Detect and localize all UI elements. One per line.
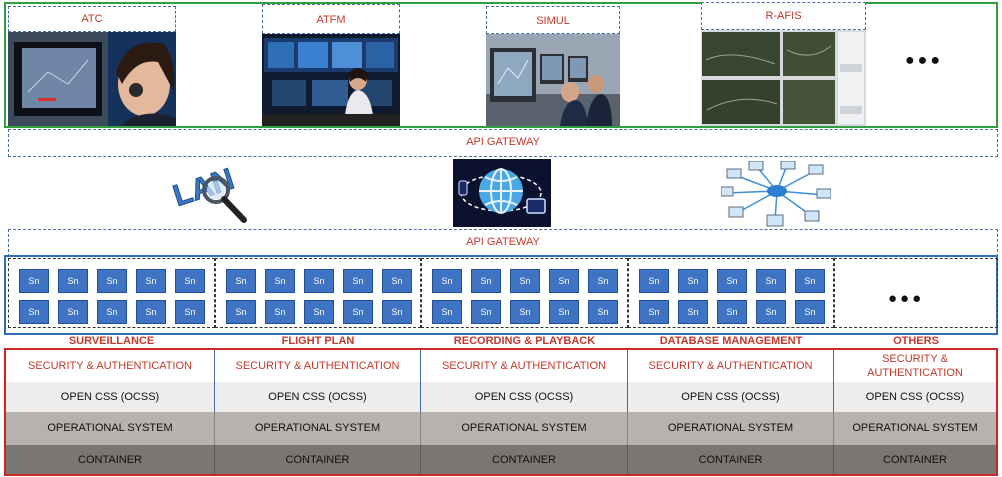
microservice-box: Sn bbox=[639, 300, 669, 324]
security-label-line2: AUTHENTICATION bbox=[867, 367, 963, 379]
service-group-recording bbox=[421, 258, 628, 328]
microservice-box: Sn bbox=[717, 269, 747, 293]
app-label-simul: SIMUL bbox=[486, 6, 620, 34]
column-title-surveillance: SURVEILLANCE bbox=[68, 335, 155, 347]
open-css-recording: OPEN CSS (OCSS) bbox=[421, 382, 628, 412]
service-group-database bbox=[628, 258, 834, 328]
security-authentication-flight-plan: SECURITY & AUTHENTICATION bbox=[215, 350, 421, 382]
microservice-box: Sn bbox=[265, 300, 295, 324]
microservice-box: Sn bbox=[343, 269, 373, 293]
open-css-surveillance: OPEN CSS (OCSS) bbox=[6, 382, 215, 412]
service-group-flight-plan bbox=[215, 258, 421, 328]
microservice-box: Sn bbox=[97, 300, 127, 324]
security-authentication-others: SECURITY & AUTHENTICATION bbox=[834, 350, 996, 382]
more-services-ellipsis: ●●● bbox=[888, 290, 925, 307]
microservice-box: Sn bbox=[717, 300, 747, 324]
microservice-box: Sn bbox=[304, 269, 334, 293]
microservice-box: Sn bbox=[382, 269, 412, 293]
microservice-box: Sn bbox=[795, 269, 825, 293]
security-authentication-recording: SECURITY & AUTHENTICATION bbox=[421, 350, 628, 382]
microservice-box: Sn bbox=[678, 269, 708, 293]
microservice-box: Sn bbox=[58, 269, 88, 293]
api-gateway-top: API GATEWAY bbox=[8, 129, 998, 157]
operational-system-flight-plan: OPERATIONAL SYSTEM bbox=[215, 412, 421, 445]
container-flight-plan: CONTAINER bbox=[215, 445, 421, 474]
microservice-box: Sn bbox=[175, 300, 205, 324]
operational-system-surveillance: OPERATIONAL SYSTEM bbox=[6, 412, 215, 445]
container-surveillance: CONTAINER bbox=[6, 445, 215, 474]
microservice-box: Sn bbox=[549, 269, 579, 293]
microservice-box: Sn bbox=[432, 269, 462, 293]
microservice-box: Sn bbox=[510, 300, 540, 324]
column-title-recording-playback: RECORDING & PLAYBACK bbox=[453, 335, 596, 347]
column-title-flight-plan: FLIGHT PLAN bbox=[281, 335, 355, 347]
globe-network-icon bbox=[453, 159, 551, 227]
operational-system-recording: OPERATIONAL SYSTEM bbox=[421, 412, 628, 445]
microservice-box: Sn bbox=[19, 269, 49, 293]
app-label-rafis: R-AFIS bbox=[701, 2, 866, 30]
microservice-box: Sn bbox=[549, 300, 579, 324]
microservice-box: Sn bbox=[756, 269, 786, 293]
microservice-box: Sn bbox=[136, 269, 166, 293]
network-hub-icon bbox=[720, 160, 832, 227]
security-label-line1: SECURITY & bbox=[882, 353, 948, 365]
security-authentication-database: SECURITY & AUTHENTICATION bbox=[628, 350, 834, 382]
app-label-atfm: ATFM bbox=[262, 4, 400, 34]
rafis-cameras-screenshot bbox=[701, 30, 866, 126]
microservice-box: Sn bbox=[226, 300, 256, 324]
operational-system-others: OPERATIONAL SYSTEM bbox=[834, 412, 996, 445]
simulation-room-photo bbox=[486, 34, 620, 126]
microservice-box: Sn bbox=[382, 300, 412, 324]
microservice-box: Sn bbox=[471, 300, 501, 324]
microservice-box: Sn bbox=[175, 269, 205, 293]
microservice-box: Sn bbox=[265, 269, 295, 293]
microservice-box: Sn bbox=[136, 300, 166, 324]
microservice-box: Sn bbox=[304, 300, 334, 324]
microservice-box: Sn bbox=[58, 300, 88, 324]
atc-controller-photo bbox=[8, 32, 176, 126]
microservice-box: Sn bbox=[795, 300, 825, 324]
microservice-box: Sn bbox=[756, 300, 786, 324]
container-others: CONTAINER bbox=[834, 445, 996, 474]
microservice-box: Sn bbox=[97, 269, 127, 293]
security-authentication-surveillance: SECURITY & AUTHENTICATION bbox=[6, 350, 215, 382]
microservice-box: Sn bbox=[588, 300, 618, 324]
container-database: CONTAINER bbox=[628, 445, 834, 474]
lan-magnifier-icon: LAN bbox=[169, 162, 248, 224]
microservice-box: Sn bbox=[19, 300, 49, 324]
service-group-others bbox=[834, 258, 998, 328]
microservice-box: Sn bbox=[343, 300, 373, 324]
operational-system-database: OPERATIONAL SYSTEM bbox=[628, 412, 834, 445]
open-css-database: OPEN CSS (OCSS) bbox=[628, 382, 834, 412]
microservice-box: Sn bbox=[678, 300, 708, 324]
container-recording: CONTAINER bbox=[421, 445, 628, 474]
microservice-box: Sn bbox=[471, 269, 501, 293]
app-label-atc: ATC bbox=[8, 6, 176, 32]
microservice-box: Sn bbox=[432, 300, 462, 324]
api-gateway-bottom: API GATEWAY bbox=[8, 229, 998, 257]
platform-frame bbox=[4, 348, 998, 476]
microservice-box: Sn bbox=[226, 269, 256, 293]
microservice-box: Sn bbox=[588, 269, 618, 293]
applications-frame bbox=[4, 2, 998, 128]
column-title-database-management: DATABASE MANAGEMENT bbox=[659, 335, 803, 347]
microservice-box: Sn bbox=[510, 269, 540, 293]
service-group-surveillance bbox=[8, 258, 215, 328]
open-css-flight-plan: OPEN CSS (OCSS) bbox=[215, 382, 421, 412]
more-apps-ellipsis: ●●● bbox=[905, 52, 943, 69]
atfm-operations-photo bbox=[262, 34, 400, 126]
microservice-box: Sn bbox=[639, 269, 669, 293]
open-css-others: OPEN CSS (OCSS) bbox=[834, 382, 996, 412]
column-title-others: OTHERS bbox=[893, 335, 939, 347]
